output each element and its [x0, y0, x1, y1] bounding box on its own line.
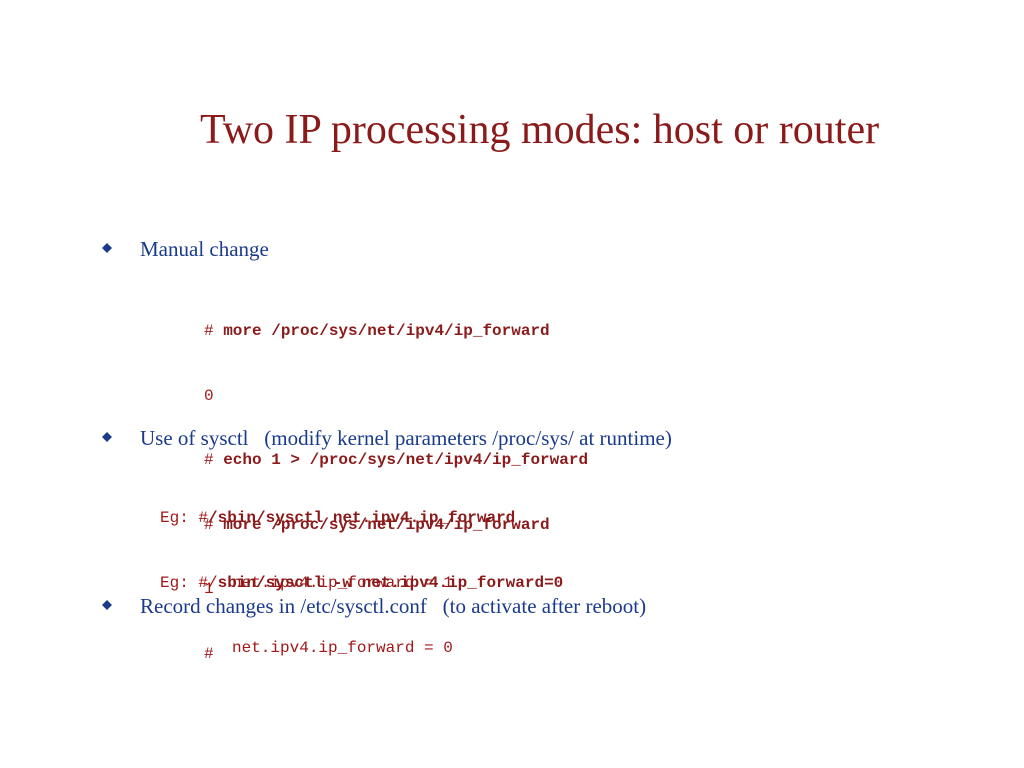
code-output: net.ipv4.ip_forward = 0	[232, 638, 453, 657]
code-line: Eg: #/sbin/sysctl net.ipv4.ip_forward	[160, 508, 515, 530]
code-prefix: Eg: #	[160, 509, 209, 527]
code-command: more /proc/sys/net/ipv4/ip_forward	[223, 322, 550, 340]
code-command: echo 1 > /proc/sys/net/ipv4/ip_forward	[223, 451, 589, 469]
code-output: 0	[204, 386, 214, 405]
sysctl-example-2: Eg: #/sbin/sysctl -w net.ipv4.ip_forward…	[160, 530, 563, 702]
diamond-bullet-icon	[102, 432, 114, 444]
code-line: # echo 1 > /proc/sys/net/ipv4/ip_forward	[204, 450, 588, 472]
code-command: /sbin/sysctl net.ipv4.ip_forward	[208, 509, 516, 527]
bullet-manual-change: Manual change	[140, 237, 269, 261]
code-command: sbin/sysctl -w net.ipv4.ip_forward=0	[217, 574, 564, 592]
bullet-record-changes: Record changes in /etc/sysctl.conf (to a…	[140, 594, 647, 618]
code-prompt: #	[204, 322, 224, 340]
sysctl-example-1: Eg: #/sbin/sysctl net.ipv4.ip_forward ne…	[160, 465, 515, 637]
code-line: # more /proc/sys/net/ipv4/ip_forward	[204, 515, 588, 537]
code-command: more /proc/sys/net/ipv4/ip_forward	[223, 515, 550, 534]
manual-change-code-block: # more /proc/sys/net/ipv4/ip_forward 0 #…	[204, 278, 588, 708]
code-prompt: #	[204, 451, 224, 469]
code-line: Eg: #/sbin/sysctl -w net.ipv4.ip_forward…	[160, 573, 563, 595]
code-line: # more /proc/sys/net/ipv4/ip_forward	[204, 321, 588, 343]
diamond-bullet-icon	[102, 600, 114, 612]
code-output: 1	[204, 580, 214, 598]
code-prefix: Eg: #/	[160, 574, 218, 592]
diamond-bullet-icon	[102, 243, 114, 255]
code-prompt: #	[204, 515, 224, 534]
code-output: net.ipv4.ip_forward = 1	[232, 573, 453, 592]
bullet-sysctl: Use of sysctl (modify kernel parameters …	[140, 426, 672, 450]
code-output: #	[204, 644, 214, 663]
slide-title: Two IP processing modes: host or router	[200, 107, 880, 153]
